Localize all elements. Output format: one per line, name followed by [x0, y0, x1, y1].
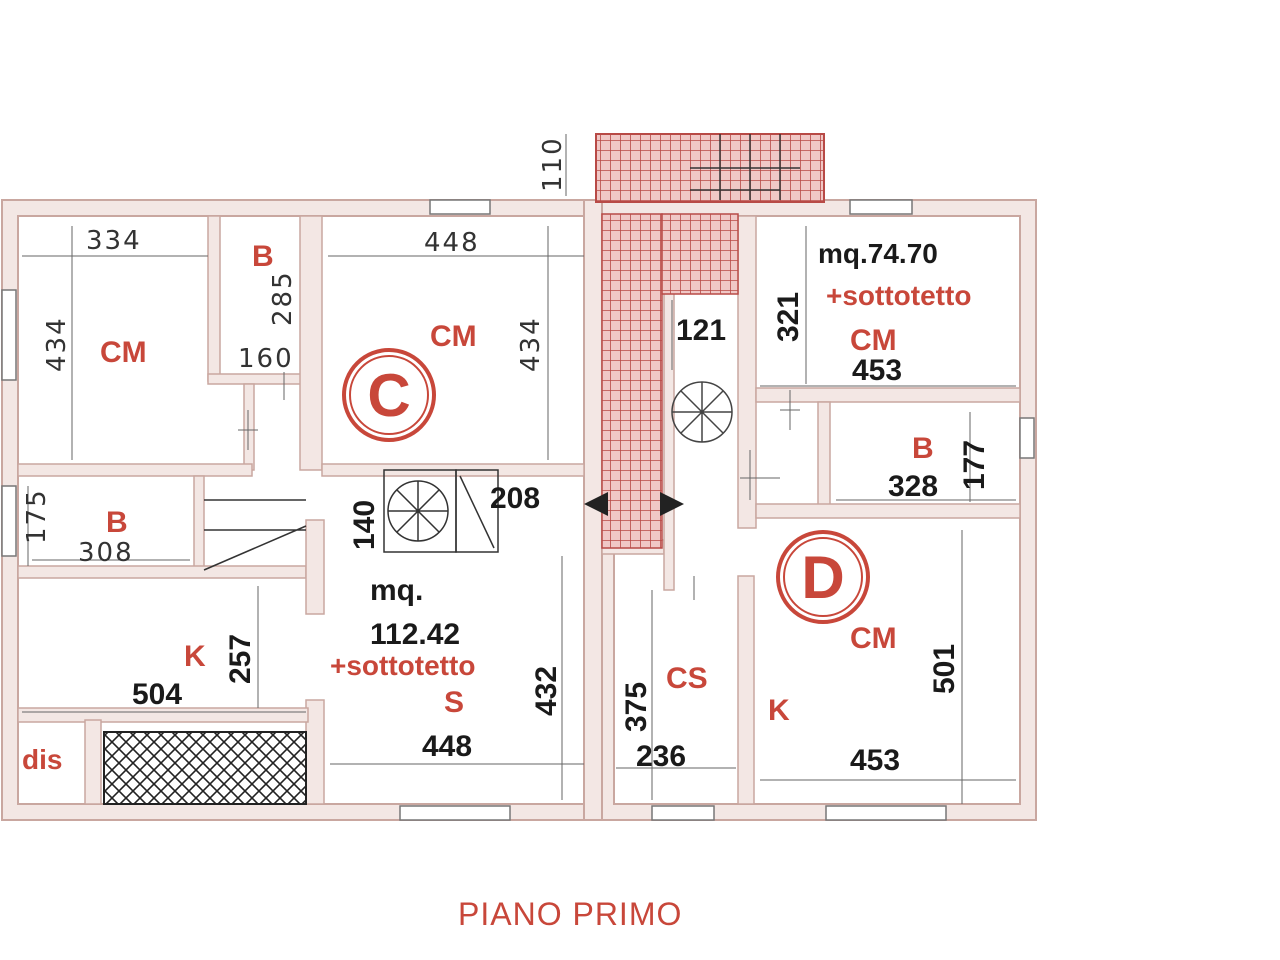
spiral-stair: [671, 381, 733, 443]
window-marks: [1, 199, 1035, 821]
room-b-2: B: [106, 506, 128, 539]
unit-d-letter: D: [801, 543, 845, 611]
dim-453-bottom: 453: [850, 744, 901, 777]
unit-c-area-value: 112.42: [370, 618, 461, 651]
room-cm-3: CM: [850, 324, 897, 357]
room-cs: CS: [666, 662, 708, 695]
entrance-arrow-left: [584, 492, 608, 516]
room-s: S: [444, 686, 465, 719]
unit-c-sottotetto: +sottotetto: [330, 650, 476, 681]
unit-d-area: mq.74.70: [818, 238, 938, 269]
dim-110: 110: [538, 136, 568, 192]
dim-375: 375: [620, 681, 653, 732]
unit-c-badge: C: [342, 348, 436, 442]
room-k-1: K: [184, 640, 206, 673]
dim-448-bottom: 448: [422, 730, 473, 763]
dim-177: 177: [958, 439, 991, 490]
dim-328: 328: [888, 470, 939, 503]
dim-501: 501: [928, 643, 961, 694]
room-k-2: K: [768, 694, 790, 727]
entrance-arrow-right: [660, 492, 684, 516]
dim-453-top: 453: [852, 354, 903, 387]
unit-c-area-label: mq.: [370, 574, 424, 607]
dimension-lines: [22, 134, 1016, 804]
dim-308: 308: [78, 538, 134, 568]
unit-d-sottotetto: +sottotetto: [826, 280, 972, 311]
room-cm-1: CM: [100, 336, 147, 369]
dim-448-top: 448: [424, 228, 480, 258]
dim-257: 257: [224, 633, 257, 684]
unit-d-badge: D: [776, 530, 870, 624]
dim-434-right: 434: [516, 316, 546, 372]
dim-175: 175: [22, 488, 52, 544]
dim-434-left: 434: [42, 316, 72, 372]
room-cm-4: CM: [850, 622, 897, 655]
dim-208: 208: [490, 482, 541, 515]
dim-121: 121: [676, 314, 727, 347]
dim-432: 432: [530, 665, 563, 716]
dim-285: 285: [268, 270, 298, 326]
stair-hatch: [601, 213, 663, 549]
dim-321: 321: [772, 291, 805, 342]
dim-334: 334: [86, 226, 142, 256]
room-b-3: B: [912, 432, 934, 465]
room-b-1: B: [252, 240, 274, 273]
dim-236: 236: [636, 740, 687, 773]
interior-walls-right: [601, 215, 1021, 805]
plan-title: PIANO PRIMO: [458, 896, 683, 932]
unit-c-letter: C: [367, 361, 411, 429]
central-stair: [203, 469, 499, 571]
room-dis: dis: [22, 744, 63, 775]
dim-160: 160: [238, 344, 294, 374]
dim-140: 140: [348, 499, 381, 550]
dim-504: 504: [132, 678, 183, 711]
terrace-crosshatch: [103, 731, 307, 805]
room-cm-2: CM: [430, 320, 477, 353]
